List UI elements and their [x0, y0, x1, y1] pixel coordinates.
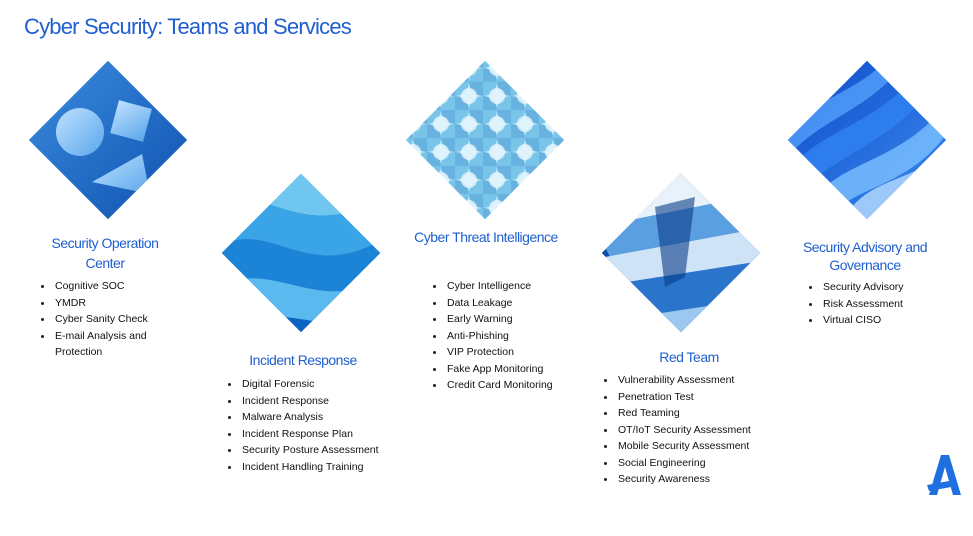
service-list-incident-response: Digital Forensic Incident Response Malwa… — [227, 376, 379, 475]
team-heading-red-team: Red Team — [659, 349, 719, 365]
list-item: YMDR — [40, 295, 148, 312]
list-item: Digital Forensic — [227, 376, 379, 393]
list-item: E-mail Analysis and — [40, 328, 148, 345]
team-heading-line: Center — [85, 255, 125, 271]
list-item: Cyber Intelligence — [432, 278, 553, 295]
service-list-red-team: Vulnerability Assessment Penetration Tes… — [603, 372, 751, 488]
list-item: Security Advisory — [808, 279, 904, 296]
list-item: Penetration Test — [603, 389, 751, 406]
list-item: Early Warning — [432, 311, 553, 328]
list-item: Mobile Security Assessment — [603, 438, 751, 455]
incident-response-image — [221, 173, 381, 333]
list-item: Incident Response Plan — [227, 426, 379, 443]
team-heading-advisory-governance: Security Advisory and Governance — [790, 238, 940, 274]
team-heading-line: Security Operation — [51, 235, 159, 251]
list-item: Security Posture Assessment — [227, 442, 379, 459]
list-item: Data Leakage — [432, 295, 553, 312]
team-heading-threat-intelligence: Cyber Threat Intelligence — [414, 229, 558, 245]
list-item: Security Awareness — [603, 471, 751, 488]
red-team-image — [601, 173, 761, 333]
list-item: Virtual CISO — [808, 312, 904, 329]
service-list-advisory-governance: Security Advisory Risk Assessment Virtua… — [808, 279, 904, 329]
team-heading-line: Governance — [829, 257, 901, 273]
soc-image — [28, 60, 188, 220]
list-item: Social Engineering — [603, 455, 751, 472]
service-list-soc: Cognitive SOC YMDR Cyber Sanity Check E-… — [40, 278, 148, 361]
list-item: Cognitive SOC — [40, 278, 148, 295]
list-item: Malware Analysis — [227, 409, 379, 426]
team-heading-line: Security Advisory and — [802, 239, 928, 255]
list-item: VIP Protection — [432, 344, 553, 361]
list-item: Incident Handling Training — [227, 459, 379, 476]
team-heading-soc: Security Operation Center — [30, 233, 180, 273]
list-item: Cyber Sanity Check — [40, 311, 148, 328]
list-item: Risk Assessment — [808, 296, 904, 313]
list-item: Anti-Phishing — [432, 328, 553, 345]
list-item-continuation: Protection — [55, 346, 103, 358]
advisory-governance-image — [787, 60, 947, 220]
list-item: Incident Response — [227, 393, 379, 410]
company-logo-icon — [927, 455, 961, 495]
list-item: Red Teaming — [603, 405, 751, 422]
team-heading-incident-response: Incident Response — [249, 352, 357, 368]
page-title: Cyber Security: Teams and Services — [24, 14, 352, 39]
service-list-threat-intelligence: Cyber Intelligence Data Leakage Early Wa… — [432, 278, 553, 394]
list-item: Vulnerability Assessment — [603, 372, 751, 389]
list-item: Credit Card Monitoring — [432, 377, 553, 394]
list-item: Fake App Monitoring — [432, 361, 553, 378]
threat-intelligence-image — [405, 60, 565, 220]
list-item: OT/IoT Security Assessment — [603, 422, 751, 439]
